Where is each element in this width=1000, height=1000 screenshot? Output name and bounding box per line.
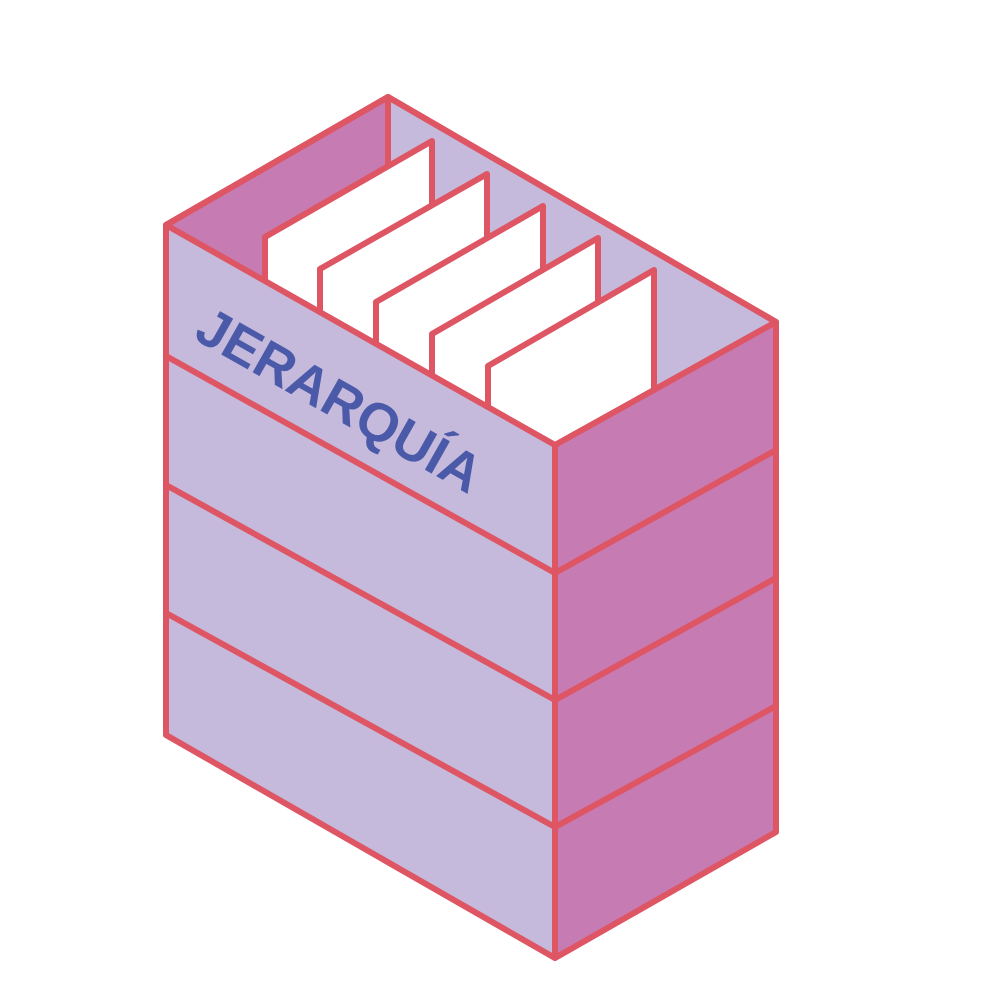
box-band-lines bbox=[163, 353, 779, 830]
box-rim bbox=[163, 94, 779, 325]
